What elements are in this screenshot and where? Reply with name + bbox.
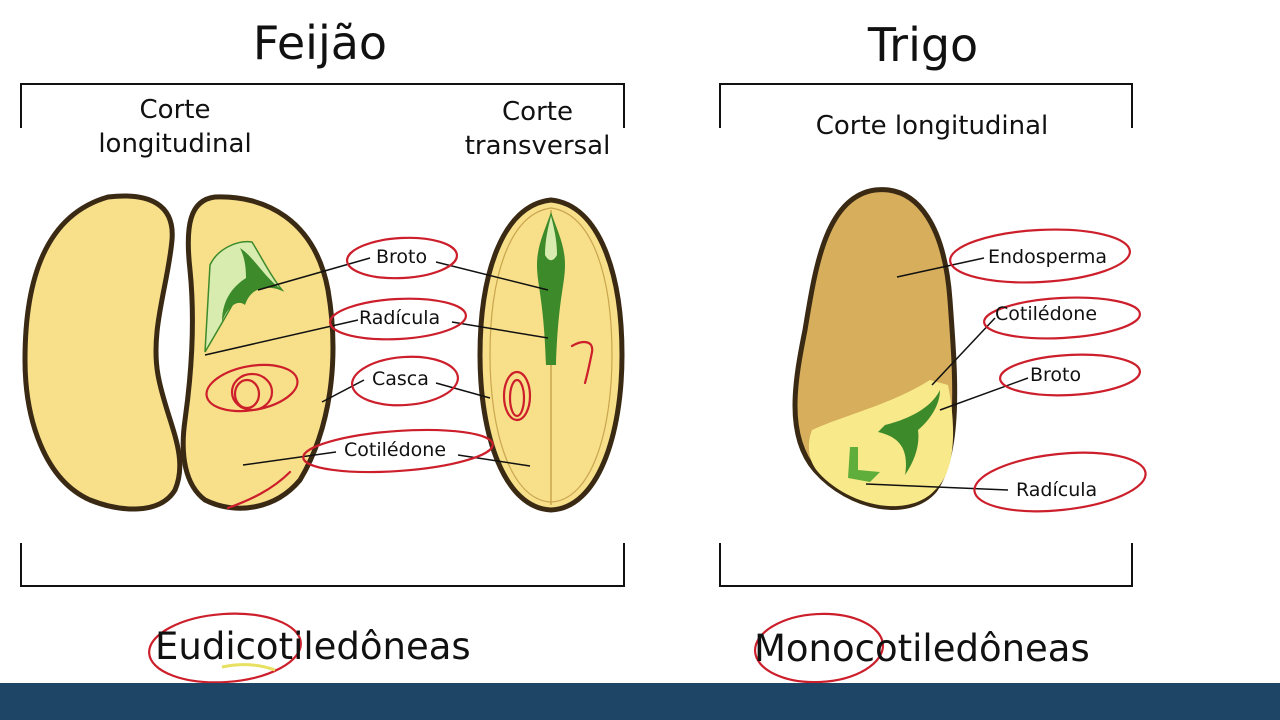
trigo-title: Trigo	[867, 18, 979, 72]
feijao-title: Feijão	[252, 16, 388, 70]
yellow-underline	[221, 663, 276, 672]
bean-right-half	[180, 194, 336, 511]
bean-cross-embryo-highlight	[545, 216, 557, 261]
feijao-longitudinal-subtitle: Corte longitudinal	[60, 93, 290, 161]
label-radicula-feijao: Radícula	[359, 307, 441, 329]
feijao-transversal-subtitle: Corte transversal	[440, 95, 635, 163]
wheat-broto	[878, 390, 940, 475]
feijao-longitudinal-line2: longitudinal	[98, 129, 252, 159]
label-casca-feijao: Casca	[372, 368, 429, 390]
label-broto-trigo: Broto	[1030, 364, 1082, 386]
trigo-bracket	[719, 83, 1133, 587]
leader-lines	[204, 257, 1029, 491]
bean-embryo-dark	[222, 248, 282, 322]
wheat-radicula	[848, 447, 880, 482]
red-annotations	[148, 228, 1147, 684]
label-broto-feijao: Broto	[376, 246, 428, 268]
footer-bar	[0, 683, 1280, 720]
label-cotiledone-feijao: Cotilédone	[344, 439, 447, 461]
label-endosperma-trigo: Endosperma	[988, 246, 1108, 268]
feijao-longitudinal-line1: Corte	[139, 95, 211, 125]
bean-left-half	[22, 193, 183, 512]
label-radicula-trigo: Radícula	[1016, 479, 1098, 501]
feijao-bracket	[20, 83, 625, 587]
feijao-transversal-line2: transversal	[464, 131, 611, 161]
trigo-longitudinal-subtitle: Corte longitudinal	[815, 111, 1049, 141]
wheat-embryo-region	[808, 380, 954, 507]
bean-cross-embryo	[537, 212, 565, 365]
classification-eudicotiledoneas: Eudicotiledôneas	[155, 625, 471, 668]
label-cotiledone-trigo: Cotilédone	[995, 303, 1098, 325]
classification-monocotiledoneas: Monocotiledôneas	[754, 627, 1090, 670]
feijao-transversal-line1: Corte	[502, 97, 573, 127]
